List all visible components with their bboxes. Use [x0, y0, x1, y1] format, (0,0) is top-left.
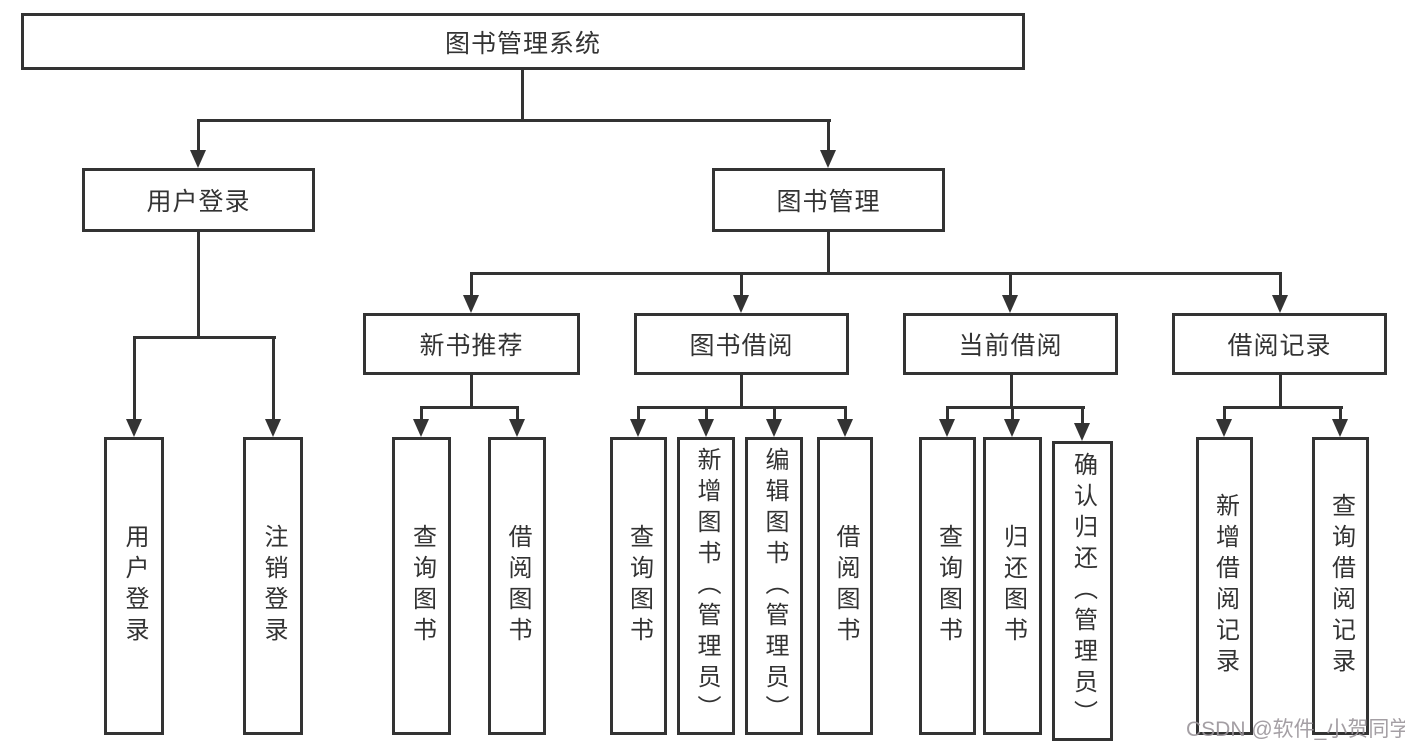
edge-book-borrowing-stem [740, 373, 743, 409]
edge-user-login-stem [197, 230, 200, 339]
node-nb-query-books: 查询图书 [392, 437, 451, 735]
arrow-to-current-borrowing [1002, 275, 1018, 313]
arrow-shaft [132, 339, 136, 419]
edge-user-login-bus [133, 336, 276, 339]
arrow-to-borrowing-records [1272, 275, 1288, 313]
arrow-shaft [1008, 275, 1012, 295]
arrow-head-icon [1074, 423, 1090, 441]
node-bb-add-books-admin: 新增图书（管理员） [677, 437, 735, 735]
edge-borrowing-records-bus [1223, 406, 1343, 409]
node-bb-borrow-books: 借阅图书 [817, 437, 873, 735]
edge-new-book-bus [420, 406, 519, 409]
edge-book-management-bus [470, 272, 1282, 275]
arrow-shaft [826, 122, 830, 150]
arrow-to-br-add-record [1216, 409, 1232, 437]
arrow-to-new-book-recommend [463, 275, 479, 313]
arrow-shaft [772, 409, 776, 419]
edge-root-stem [521, 70, 524, 122]
arrow-shaft [469, 275, 473, 295]
arrow-head-icon [265, 419, 281, 437]
arrow-head-icon [820, 150, 836, 168]
arrow-shaft [515, 409, 519, 419]
edge-current-borrowing-stem [1010, 373, 1013, 409]
arrow-to-bb-borrow-books [837, 409, 853, 437]
arrow-head-icon [939, 419, 955, 437]
arrow-to-bb-add-books [698, 409, 714, 437]
arrow-head-icon [630, 419, 646, 437]
arrow-shaft [704, 409, 708, 419]
arrow-to-br-query-record [1332, 409, 1348, 437]
arrow-head-icon [1004, 419, 1020, 437]
arrow-shaft [1278, 275, 1282, 295]
node-new-book-recommend: 新书推荐 [363, 313, 580, 375]
arrow-to-book-borrowing [733, 275, 749, 313]
arrow-to-logout-action [265, 339, 281, 437]
node-current-borrowing: 当前借阅 [903, 313, 1118, 375]
arrow-shaft [739, 275, 743, 295]
node-borrowing-records: 借阅记录 [1172, 313, 1387, 375]
arrow-head-icon [766, 419, 782, 437]
csdn-watermark: CSDN @软件_小贺同学 [1186, 718, 1405, 741]
arrow-head-icon [1272, 295, 1288, 313]
arrow-head-icon [509, 419, 525, 437]
arrow-shaft [1010, 409, 1014, 419]
node-library-management-system: 图书管理系统 [21, 13, 1025, 70]
arrow-shaft [196, 122, 200, 150]
node-user-login: 用户登录 [82, 168, 315, 232]
node-book-management: 图书管理 [712, 168, 945, 232]
arrow-head-icon [126, 419, 142, 437]
arrow-head-icon [698, 419, 714, 437]
node-cb-query-books: 查询图书 [919, 437, 976, 735]
node-book-borrowing: 图书借阅 [634, 313, 849, 375]
arrow-shaft [271, 339, 275, 419]
arrow-to-nb-query-books [413, 409, 429, 437]
arrow-shaft [419, 409, 423, 419]
arrow-to-nb-borrow-books [509, 409, 525, 437]
arrow-head-icon [837, 419, 853, 437]
arrow-head-icon [733, 295, 749, 313]
edge-root-bus [197, 119, 831, 122]
node-cb-return-books: 归还图书 [983, 437, 1042, 735]
arrow-head-icon [413, 419, 429, 437]
arrow-to-bb-query-books [630, 409, 646, 437]
edge-new-book-stem [470, 373, 473, 409]
edge-borrowing-records-stem [1279, 373, 1282, 409]
node-bb-query-books: 查询图书 [610, 437, 667, 735]
arrow-head-icon [1002, 295, 1018, 313]
arrow-head-icon [1332, 419, 1348, 437]
arrow-shaft [1338, 409, 1342, 419]
edge-book-borrowing-bus [637, 406, 847, 409]
arrow-to-bb-edit-books [766, 409, 782, 437]
arrow-shaft [636, 409, 640, 419]
arrow-head-icon [190, 150, 206, 168]
arrow-to-user-login [190, 122, 206, 168]
edge-current-borrowing-bus [946, 406, 1085, 409]
arrow-to-cb-return-books [1004, 409, 1020, 437]
node-bb-edit-books-admin: 编辑图书（管理员） [745, 437, 803, 735]
arrow-head-icon [1216, 419, 1232, 437]
edge-book-management-stem [827, 230, 830, 275]
arrow-to-cb-confirm-return [1074, 409, 1090, 441]
arrow-shaft [1222, 409, 1226, 419]
arrow-to-cb-query-books [939, 409, 955, 437]
node-nb-borrow-books: 借阅图书 [488, 437, 546, 735]
arrow-shaft [843, 409, 847, 419]
node-br-query-borrow-record: 查询借阅记录 [1312, 437, 1369, 735]
node-cb-confirm-return-admin: 确认归还（管理员） [1052, 441, 1113, 741]
arrow-to-user-login-action [126, 339, 142, 437]
arrow-to-book-management [820, 122, 836, 168]
node-logout-action: 注销登录 [243, 437, 303, 735]
node-br-add-borrow-record: 新增借阅记录 [1196, 437, 1253, 735]
arrow-shaft [1080, 409, 1084, 423]
node-user-login-action: 用户登录 [104, 437, 164, 735]
arrow-head-icon [463, 295, 479, 313]
arrow-shaft [945, 409, 949, 419]
